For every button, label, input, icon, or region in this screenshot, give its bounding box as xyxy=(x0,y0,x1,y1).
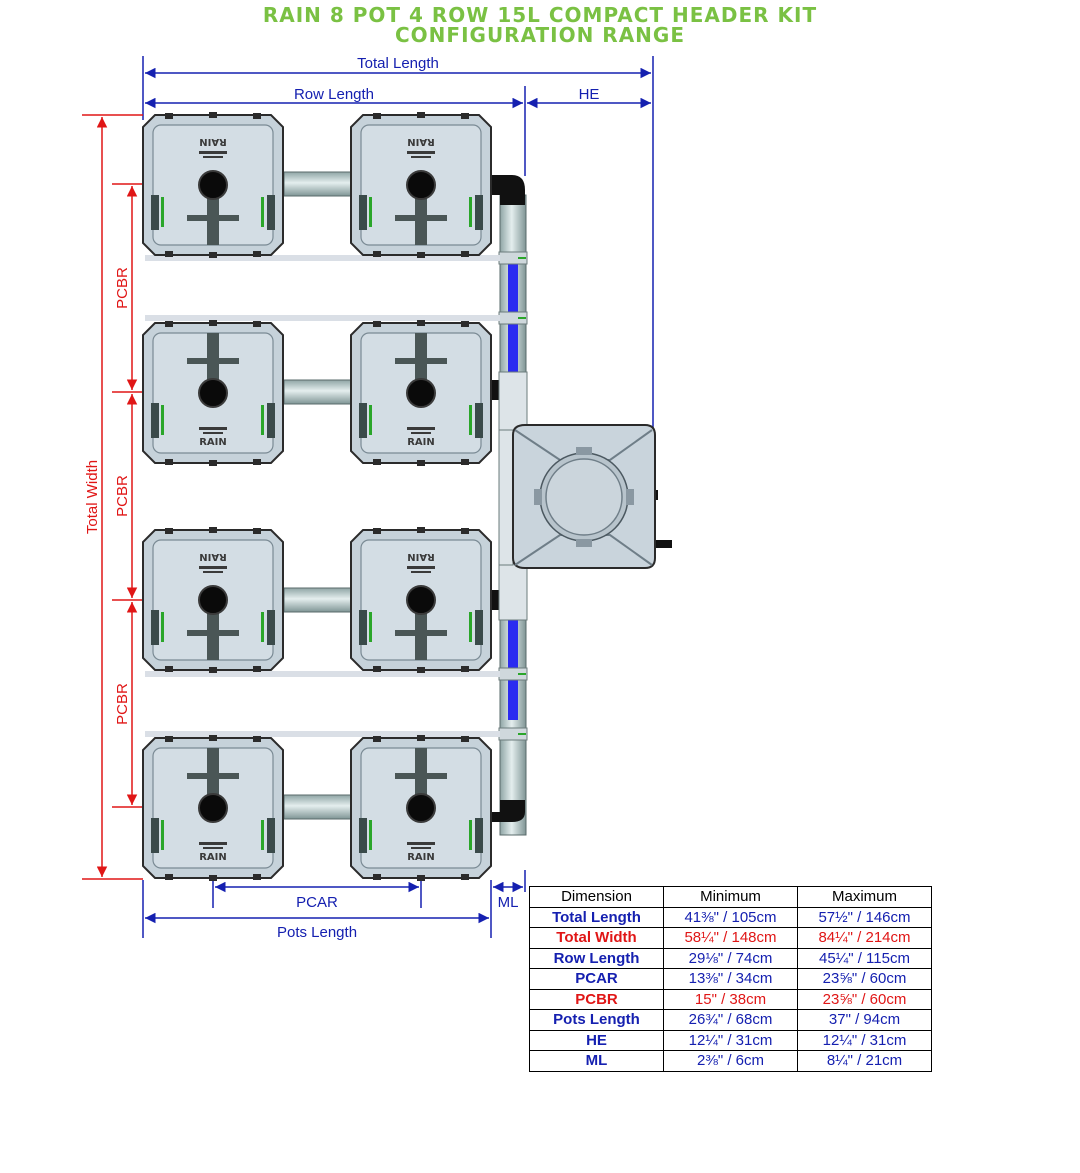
pot: RAIN xyxy=(350,112,492,258)
cell-max: 12¼" / 31cm xyxy=(797,1029,932,1051)
header-dimension: Dimension xyxy=(529,886,664,908)
cell-max: 37" / 94cm xyxy=(797,1009,932,1031)
pot: RAIN xyxy=(350,735,492,881)
cell-name: Row Length xyxy=(529,947,664,969)
cell-min: 2⅜" / 6cm xyxy=(663,1050,798,1072)
pcbr-label-2: PCBR xyxy=(114,475,131,517)
pot-logo: RAIN xyxy=(407,852,435,863)
cell-name: PCAR xyxy=(529,968,664,990)
cell-max: 23⅝" / 60cm xyxy=(797,988,932,1010)
cell-max: 57½" / 146cm xyxy=(797,906,932,928)
pots-grid: RAIN RAIN RAIN RAIN RAIN RAIN RAIN RAIN xyxy=(142,112,492,881)
pcbr-label-3: PCBR xyxy=(114,683,131,725)
total-length-label: Total Length xyxy=(357,55,439,72)
pcbr-label-1: PCBR xyxy=(114,267,131,309)
cell-name: Pots Length xyxy=(529,1009,664,1031)
feed-line-ticks xyxy=(518,257,526,735)
pot-connector-pipes xyxy=(283,171,353,820)
reservoir-tank xyxy=(512,424,672,569)
feed-lines xyxy=(145,255,500,737)
pot-logo: RAIN xyxy=(199,437,227,448)
pot: RAIN xyxy=(142,320,284,466)
cell-name: Total Length xyxy=(529,906,664,928)
cell-min: 29⅛" / 74cm xyxy=(663,947,798,969)
cell-max: 8¼" / 21cm xyxy=(797,1050,932,1072)
ml-label: ML xyxy=(498,894,519,911)
cell-name: PCBR xyxy=(529,988,664,1010)
cell-min: 58¼" / 148cm xyxy=(663,927,798,949)
header-maximum: Maximum xyxy=(797,886,932,908)
pot-logo: RAIN xyxy=(407,551,435,562)
pot-logo: RAIN xyxy=(407,136,435,147)
cell-max: 45¼" / 115cm xyxy=(797,947,932,969)
pot-logo: RAIN xyxy=(199,852,227,863)
pot: RAIN xyxy=(142,735,284,881)
page-subtitle: CONFIGURATION RANGE xyxy=(395,23,685,47)
cell-max: 23⅝" / 60cm xyxy=(797,968,932,990)
pot: RAIN xyxy=(142,112,284,258)
cell-min: 15" / 38cm xyxy=(663,988,798,1010)
pot: RAIN xyxy=(142,527,284,673)
pot-logo: RAIN xyxy=(199,136,227,147)
he-label: HE xyxy=(579,86,600,103)
total-width-label: Total Width xyxy=(84,460,101,534)
pot: RAIN xyxy=(350,320,492,466)
cell-min: 13⅜" / 34cm xyxy=(663,968,798,990)
pot-logo: RAIN xyxy=(407,437,435,448)
cell-min: 41⅜" / 105cm xyxy=(663,906,798,928)
cell-min: 12¼" / 31cm xyxy=(663,1029,798,1051)
pot: RAIN xyxy=(350,527,492,673)
table-header-row: Dimension Minimum Maximum xyxy=(529,886,932,908)
row-length-label: Row Length xyxy=(294,86,374,103)
pot-logo: RAIN xyxy=(199,551,227,562)
cell-min: 26¾" / 68cm xyxy=(663,1009,798,1031)
cell-name: ML xyxy=(529,1050,664,1072)
cell-name: HE xyxy=(529,1029,664,1051)
cell-name: Total Width xyxy=(529,927,664,949)
pcar-label: PCAR xyxy=(296,894,338,911)
page-title: RAIN 8 POT 4 ROW 15L COMPACT HEADER KIT xyxy=(262,3,818,27)
header-minimum: Minimum xyxy=(663,886,798,908)
pots-length-label: Pots Length xyxy=(277,924,357,941)
cell-max: 84¼" / 214cm xyxy=(797,927,932,949)
